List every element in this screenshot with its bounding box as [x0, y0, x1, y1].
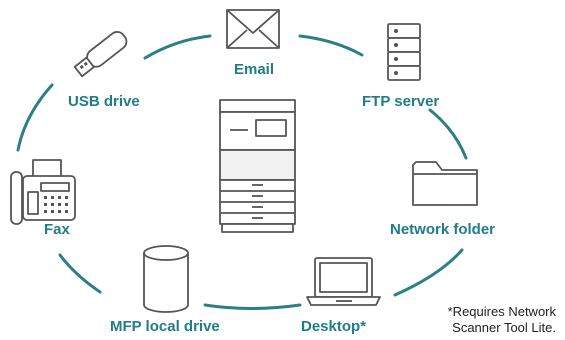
label-mfp-local-drive: MFP local drive	[110, 318, 220, 335]
label-network-folder: Network folder	[390, 221, 496, 238]
ring-arc-desktop-local	[203, 303, 302, 310]
folder-icon	[412, 161, 478, 206]
ring-arc-fax-usb	[16, 83, 54, 152]
footnote: *Requires Network Scanner Tool Lite.	[410, 304, 556, 336]
ring-arc-network-desktop	[393, 248, 464, 297]
label-email: Email	[234, 61, 275, 78]
ring-connectors	[16, 34, 468, 310]
label-desktop: Desktop*	[301, 318, 367, 335]
ring-arc-ftp-network	[428, 108, 468, 160]
cylinder-drive-icon	[143, 245, 189, 313]
label-fax: Fax	[44, 221, 70, 238]
label-usb-drive: USB drive	[68, 93, 140, 110]
ring-arc-email-ftp	[298, 34, 364, 57]
footnote-line-2: Scanner Tool Lite.	[452, 320, 556, 335]
ring-arc-usb-email	[143, 34, 212, 60]
mfp-printer-icon	[219, 99, 296, 233]
envelope-icon	[226, 9, 280, 49]
label-ftp-server: FTP server	[362, 93, 440, 110]
laptop-icon	[306, 257, 381, 306]
server-icon	[387, 23, 421, 81]
usb-stick-icon	[73, 31, 128, 78]
fax-machine-icon	[10, 159, 76, 225]
ring-arc-local-fax	[58, 253, 102, 294]
footnote-line-1: *Requires Network	[447, 304, 556, 319]
